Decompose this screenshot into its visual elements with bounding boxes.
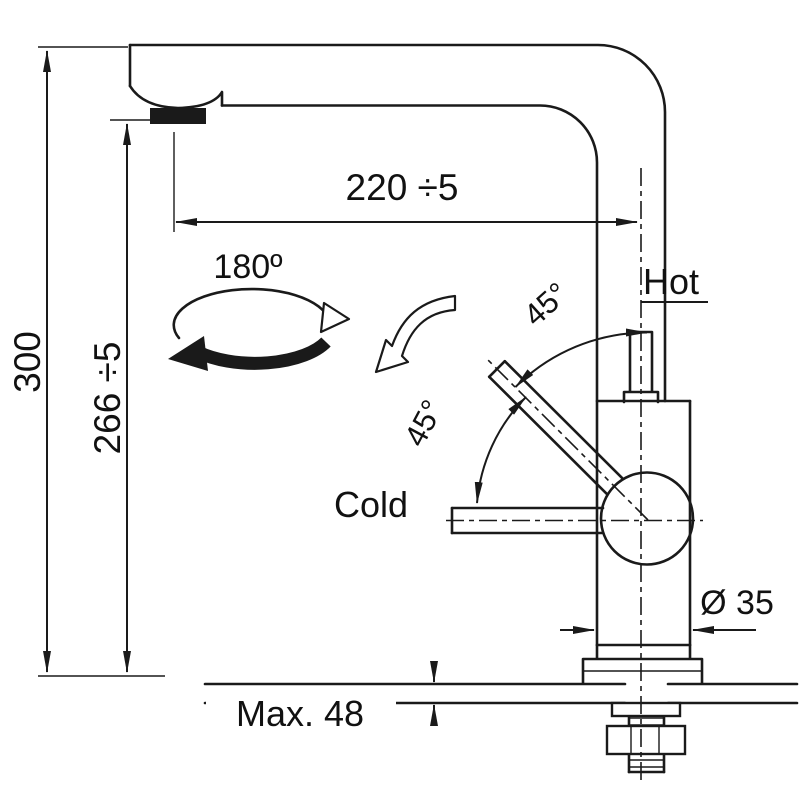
faucet-spout — [128, 43, 667, 647]
centerlines — [446, 168, 703, 780]
dim-220-label: 220 ÷5 — [346, 167, 459, 208]
labels: 220 ÷5 300 266 ÷5 180º 45° 45° Hot Cold … — [7, 167, 774, 734]
dim-300-label: 300 — [7, 331, 48, 393]
mounting-nut — [605, 724, 687, 756]
handle-diagonal-position — [487, 359, 624, 496]
max-thickness-label-mask — [206, 694, 396, 734]
dim-266-label: 266 ÷5 — [87, 342, 128, 455]
cold-label: Cold — [334, 484, 408, 525]
dimension-lines — [38, 46, 756, 726]
angle-45-upper-label: 45° — [517, 276, 575, 333]
mounting-washer — [610, 701, 682, 718]
angle-45-lower-label: 45° — [397, 394, 450, 452]
aerator-tip — [150, 108, 206, 124]
base-diameter-label: Ø 35 — [700, 584, 774, 622]
faucet-body — [581, 399, 704, 685]
direction-arrow-icon — [374, 294, 457, 374]
swivel-arrow-icon — [168, 287, 351, 371]
under-counter-mounting — [605, 701, 687, 774]
max-thickness-label: Max. 48 — [236, 693, 364, 734]
hot-label: Hot — [643, 261, 699, 302]
swivel-angle-label: 180º — [213, 248, 282, 286]
